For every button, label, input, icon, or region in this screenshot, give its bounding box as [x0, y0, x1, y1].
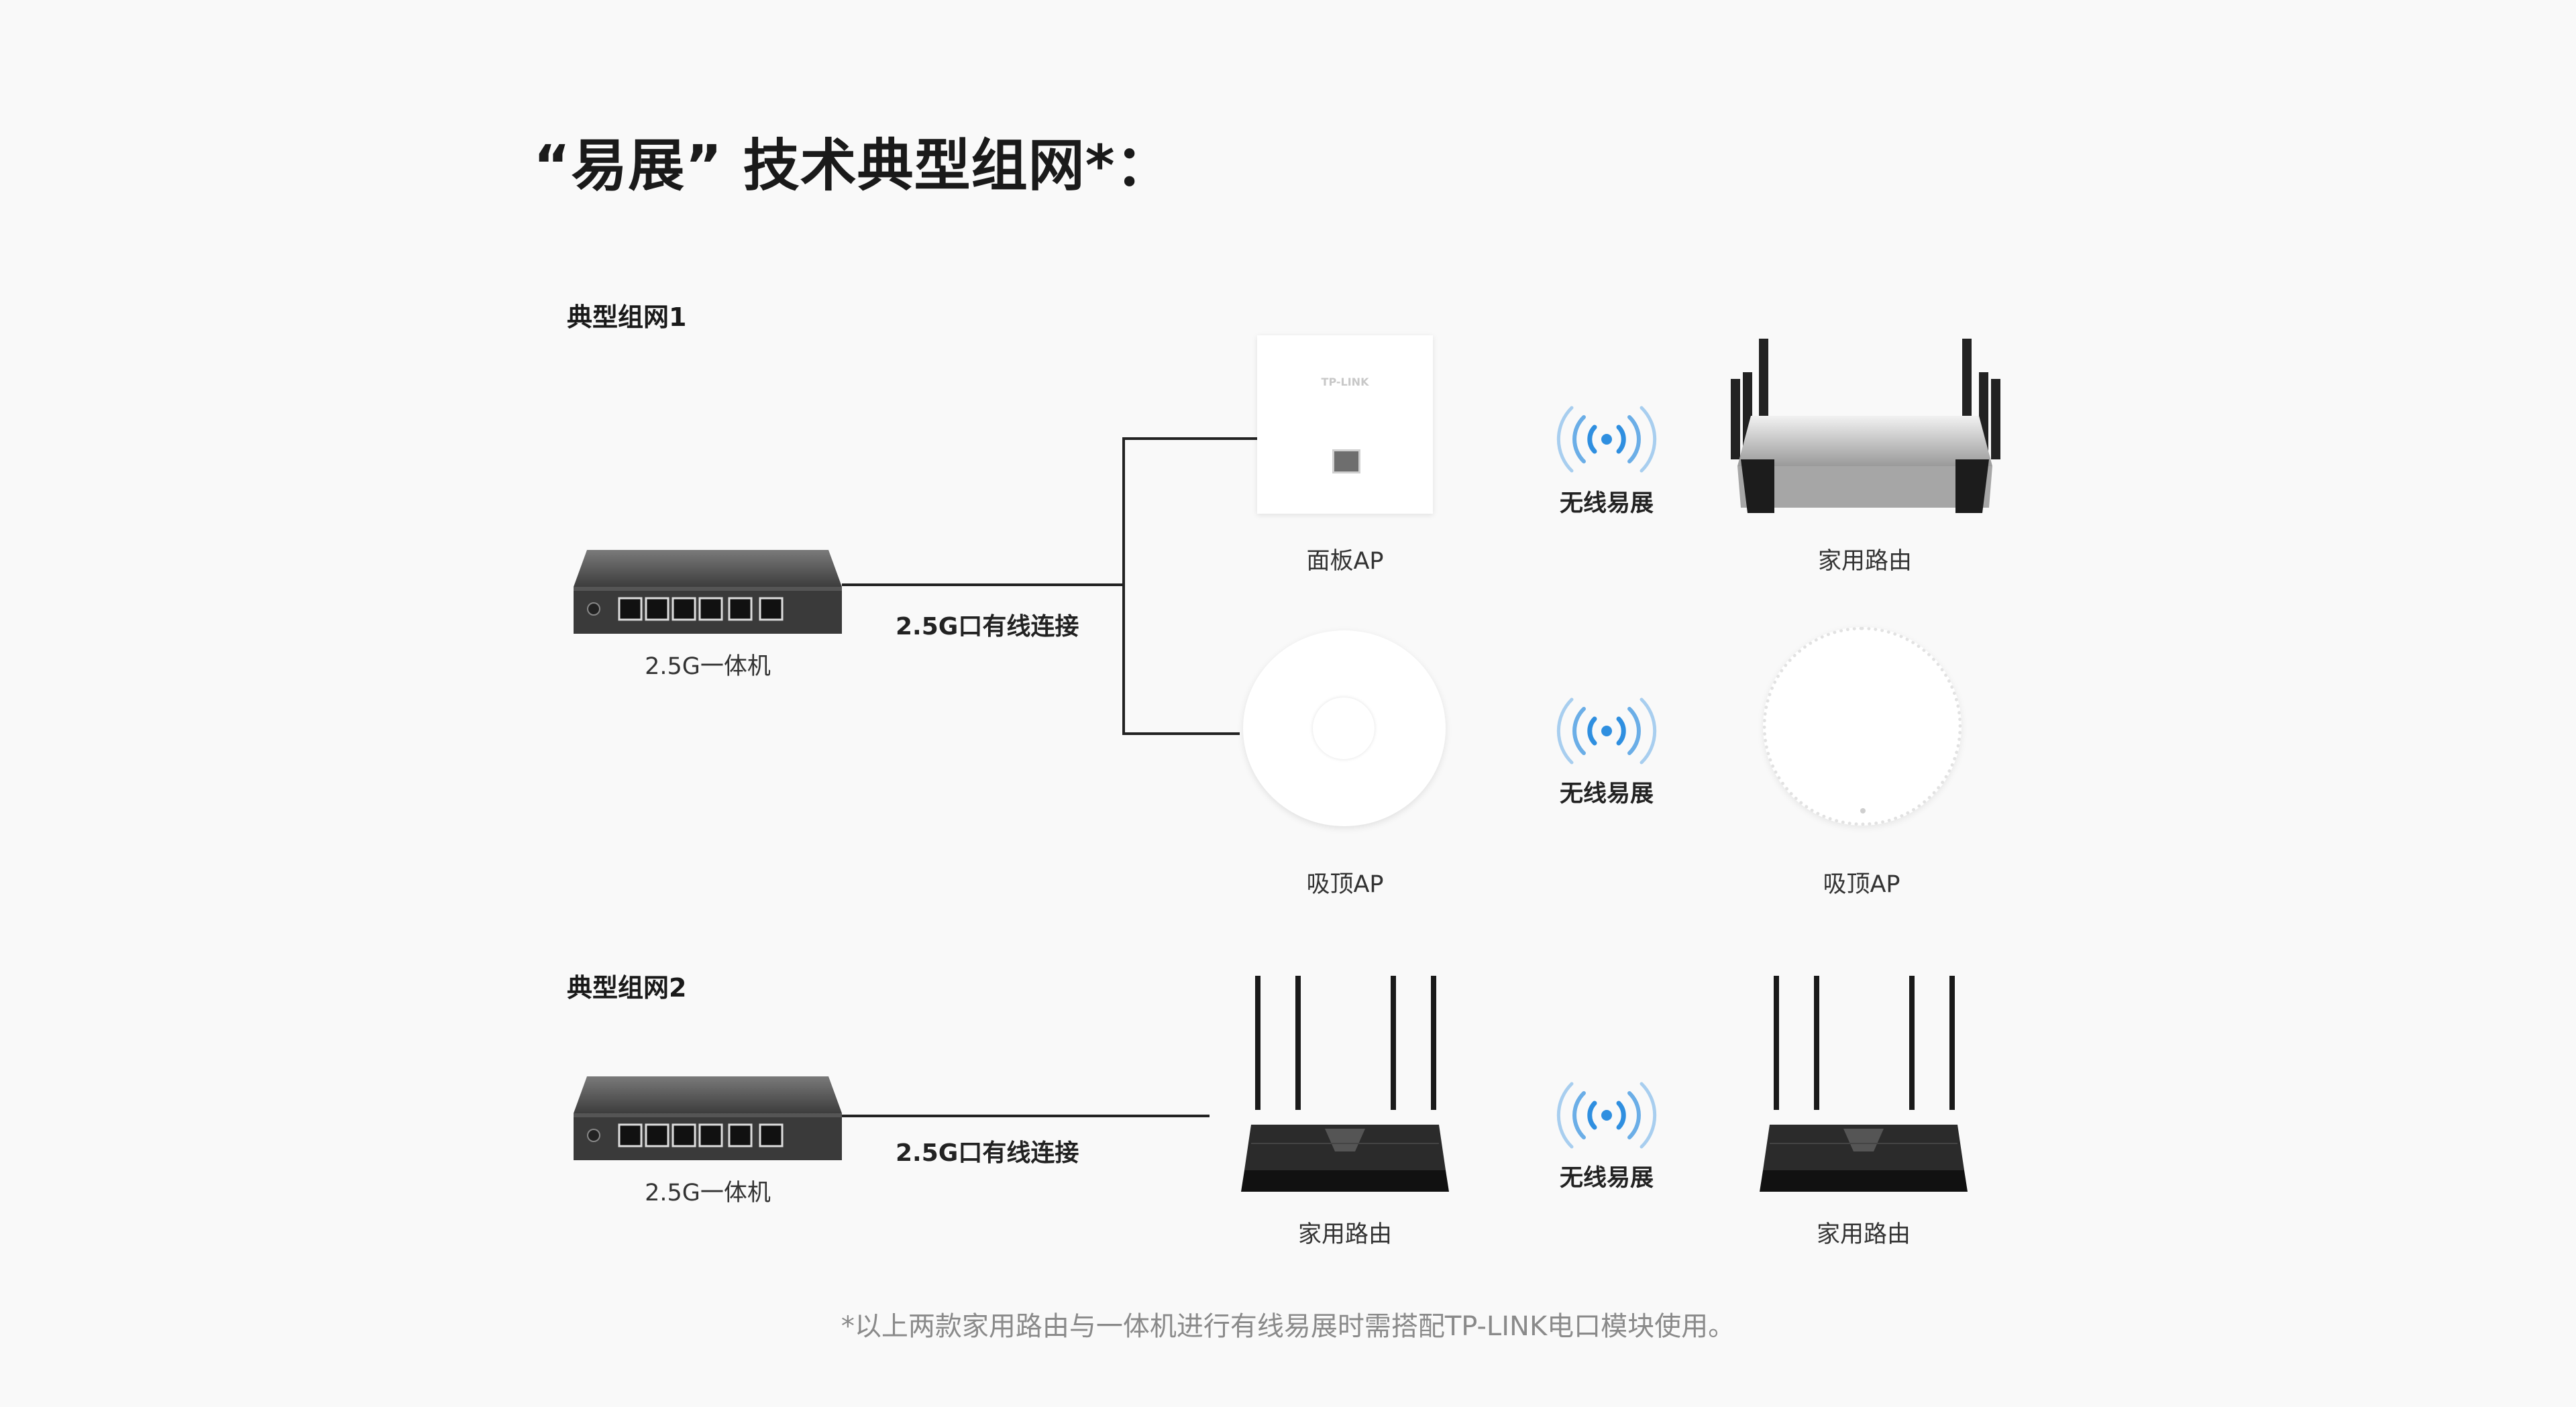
black-router-icon [1760, 976, 1968, 1192]
ceiling-ap-icon [1243, 630, 1446, 826]
footnote: *以上两款家用路由与一体机进行有线易展时需搭配TP-LINK电口模块使用。 [841, 1311, 1735, 1342]
gateway-device-icon [574, 1076, 842, 1160]
topology1-heading: 典型组网1 [567, 302, 687, 332]
wired-link-line [842, 1115, 1210, 1117]
panel-ap-icon: TP-LINK [1257, 335, 1433, 514]
panel-ap-label: 面板AP [1306, 548, 1384, 575]
wired-link-to-ceiling-ap [1122, 732, 1240, 735]
ceiling-ap-label: 吸顶AP [1306, 871, 1384, 898]
topology2-link-label: 2.5G口有线连接 [896, 1139, 1079, 1167]
wireless-mesh-label: 无线易展 [1559, 490, 1654, 517]
topology1-link-label: 2.5G口有线连接 [896, 613, 1079, 640]
panel-ap-brand: TP-LINK [1321, 376, 1369, 388]
topology2-gateway-label: 2.5G一体机 [645, 1180, 771, 1206]
black-router-left-label: 家用路由 [1297, 1221, 1392, 1248]
ceiling-ap-round-icon [1763, 627, 1962, 826]
page-title: “易展” 技术典型组网*： [533, 133, 1173, 199]
black-router-icon [1241, 976, 1449, 1192]
wifi-signal-icon [1556, 1082, 1657, 1149]
black-router-right-label: 家用路由 [1816, 1221, 1911, 1248]
ceiling-ap-right-label: 吸顶AP [1823, 871, 1900, 898]
wireless-mesh-label: 无线易展 [1559, 1165, 1654, 1192]
wireless-mesh-label: 无线易展 [1559, 781, 1654, 807]
wifi-signal-icon [1556, 406, 1657, 473]
topology2-heading: 典型组网2 [567, 973, 687, 1003]
wired-link-line [842, 583, 1124, 586]
silver-router-label: 家用路由 [1817, 548, 1912, 575]
wired-link-to-panel-ap [1122, 437, 1258, 440]
wifi-signal-icon [1556, 697, 1657, 765]
topology1-gateway-label: 2.5G一体机 [645, 653, 771, 680]
gateway-device-icon [574, 550, 842, 634]
silver-router-icon [1731, 339, 2000, 513]
wired-branch-line [1122, 437, 1125, 735]
